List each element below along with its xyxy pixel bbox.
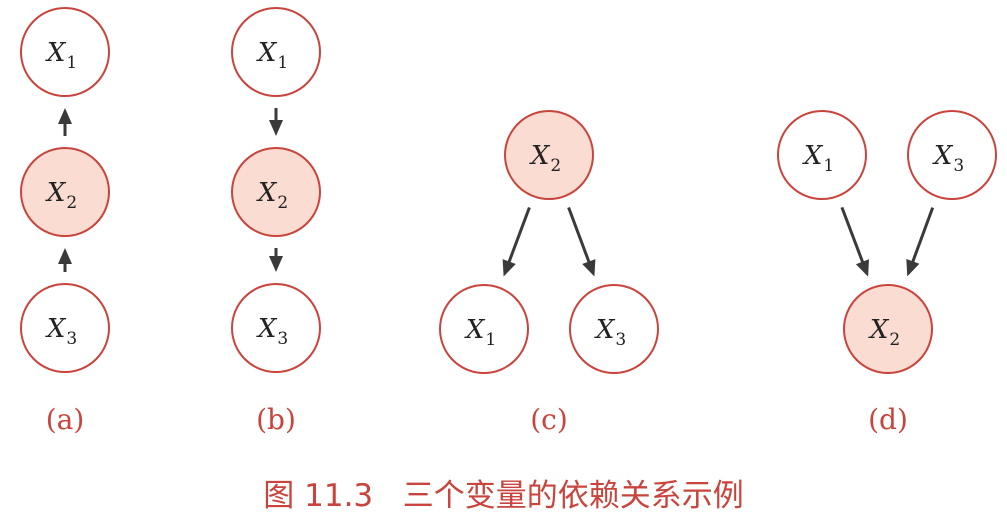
node-d-x2: X2: [843, 284, 933, 374]
node-variable: X: [45, 178, 67, 208]
observed-node-circle: [20, 147, 110, 237]
panel-label: (d): [868, 403, 908, 436]
node-label: X3: [594, 315, 626, 350]
edge-line: [910, 207, 935, 264]
node-label: X1: [464, 315, 496, 350]
arrow-head-icon: [582, 259, 596, 277]
node-variable: X: [868, 315, 890, 345]
node-subscript: 1: [485, 330, 496, 350]
edge-d-x3-to-d-x2: [906, 207, 935, 277]
panel-label: (b): [256, 403, 296, 436]
observed-node-circle: [231, 147, 321, 237]
edge-c-x2-to-c-x3: [567, 206, 596, 277]
arrow-head-icon: [269, 120, 283, 136]
node-subscript: 2: [550, 156, 561, 176]
node-label: X3: [932, 141, 964, 176]
node-subscript: 1: [66, 53, 77, 73]
arrow-head-icon: [269, 256, 283, 272]
node-label: X2: [868, 315, 900, 350]
node-variable: X: [932, 141, 954, 171]
edges-layer: [58, 108, 935, 277]
node-circle: [20, 7, 110, 97]
node-circle: [231, 7, 321, 97]
arrow-head-icon: [906, 259, 920, 277]
node-circle: [231, 283, 321, 373]
node-b-x3: X3: [231, 283, 321, 373]
node-subscript: 3: [277, 329, 288, 349]
node-d-x1: X1: [777, 110, 867, 200]
node-subscript: 3: [66, 329, 77, 349]
node-circle: [20, 283, 110, 373]
node-subscript: 1: [823, 156, 834, 176]
node-variable: X: [45, 38, 67, 68]
edge-a-x2-to-a-x1: [58, 108, 72, 136]
node-label: X1: [256, 38, 288, 73]
observed-node-circle: [504, 110, 594, 200]
arrow-head-icon: [58, 248, 72, 264]
node-circle: [569, 284, 659, 374]
edge-d-x1-to-d-x2: [840, 206, 869, 277]
edge-c-x2-to-c-x1: [502, 206, 531, 277]
edge-line: [567, 206, 591, 264]
node-circle: [777, 110, 867, 200]
node-subscript: 2: [277, 193, 288, 213]
node-variable: X: [256, 178, 278, 208]
node-subscript: 2: [66, 193, 77, 213]
node-variable: X: [802, 141, 824, 171]
node-a-x3: X3: [20, 283, 110, 373]
node-a-x1: X1: [20, 7, 110, 97]
node-subscript: 1: [277, 53, 288, 73]
node-a-x2: X2: [20, 147, 110, 237]
node-subscript: 3: [615, 330, 626, 350]
node-b-x2: X2: [231, 147, 321, 237]
node-label: X2: [256, 178, 288, 213]
node-label: X3: [256, 314, 288, 349]
node-circle: [439, 284, 529, 374]
node-variable: X: [256, 314, 278, 344]
edge-b-x2-to-b-x3: [269, 248, 283, 272]
node-subscript: 2: [889, 330, 900, 350]
node-label: X3: [45, 314, 77, 349]
node-label: X1: [45, 38, 77, 73]
figure-caption: 图 11.3 三个变量的依赖关系示例: [263, 478, 744, 514]
node-circle: [907, 110, 997, 200]
node-d-x3: X3: [907, 110, 997, 200]
panel-labels-layer: (a) (b) (c) (d): [46, 403, 908, 436]
node-b-x1: X1: [231, 7, 321, 97]
edge-line: [507, 206, 531, 264]
node-variable: X: [256, 38, 278, 68]
node-c-x1: X1: [439, 284, 529, 374]
observed-node-circle: [843, 284, 933, 374]
node-label: X1: [802, 141, 834, 176]
arrow-head-icon: [855, 259, 869, 277]
node-c-x2: X2: [504, 110, 594, 200]
edge-line: [840, 206, 865, 265]
node-subscript: 3: [953, 156, 964, 176]
arrow-head-icon: [502, 259, 516, 277]
panel-label: (a): [46, 403, 85, 436]
node-label: X2: [45, 178, 77, 213]
arrow-head-icon: [58, 108, 72, 124]
node-variable: X: [45, 314, 67, 344]
node-variable: X: [529, 141, 551, 171]
node-label: X2: [529, 141, 561, 176]
node-c-x3: X3: [569, 284, 659, 374]
edge-a-x3-to-a-x2: [58, 248, 72, 272]
node-variable: X: [464, 315, 486, 345]
panel-label: (c): [530, 403, 568, 436]
node-variable: X: [594, 315, 616, 345]
edge-b-x1-to-b-x2: [269, 108, 283, 136]
